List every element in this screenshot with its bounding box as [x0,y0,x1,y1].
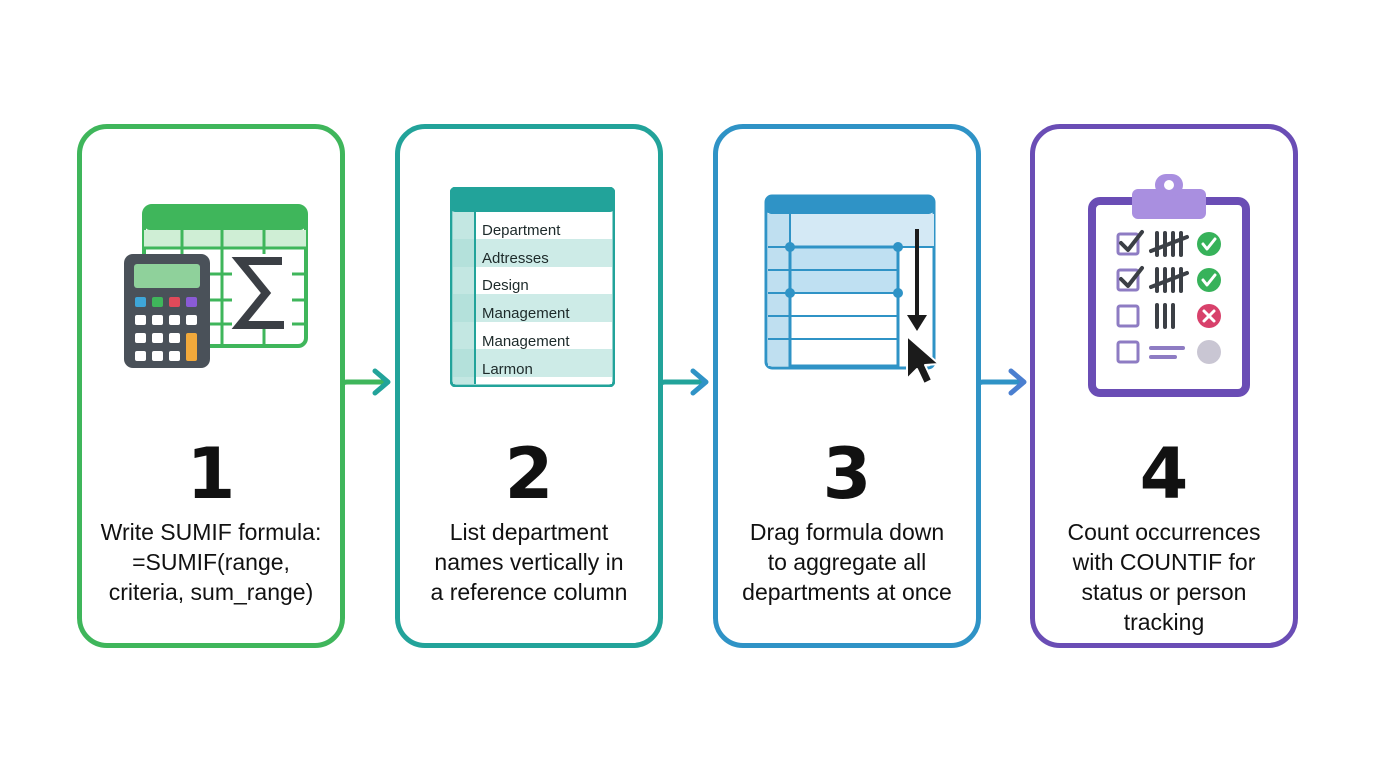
drag-fill-cursor-icon [764,194,940,385]
list-item: Design [482,277,529,295]
department-list: Department Adtresses Design Management M… [482,217,570,383]
step-number: 1 [186,433,236,515]
step-description-line: List department [449,519,609,545]
step-description: Drag formula down to aggregate all depar… [724,517,970,607]
step-description: List department names vertically in a re… [406,517,652,607]
step-card-2: Department Adtresses Design Management M… [395,124,663,648]
list-item: Department [482,222,561,239]
step-description-line: a reference column [430,579,628,605]
step-description-line: with COUNTIF for [1072,549,1256,575]
list-item: Larmon [482,360,533,378]
step-description-line: to aggregate all [767,549,927,575]
spreadsheet-calculator-sigma-icon [124,204,308,368]
step-description-line: departments at once [742,579,952,605]
department-list-icon [450,187,615,387]
step-description-line: status or person [1081,579,1247,605]
list-item: Adtresses [482,249,549,267]
list-item: Management [482,332,570,350]
step-description-line: tracking [1123,609,1205,635]
step-description-line: Count occurrences [1067,519,1261,545]
step-description-line: =SUMIF(range, [132,549,290,575]
step-card-4: 4 Count occurrences with COUNTIF for sta… [1030,124,1298,648]
step-description-line: criteria, sum_range) [108,579,314,605]
step-description: Write SUMIF formula: =SUMIF(range, crite… [88,517,334,607]
step-description-line: Write SUMIF formula: [100,519,322,545]
step-description-line: names vertically in [434,549,624,575]
step-description-line: Drag formula down [749,519,945,545]
step-description: Count occurrences with COUNTIF for statu… [1041,517,1287,637]
step-card-3: 3 Drag formula down to aggregate all dep… [713,124,981,648]
step-number: 2 [504,433,554,515]
list-item: Management [482,305,570,323]
step-number: 3 [822,433,872,515]
step-number: 4 [1139,433,1189,515]
step-card-1: 1 Write SUMIF formula: =SUMIF(range, cri… [77,124,345,648]
clipboard-checklist-tally-icon [1088,174,1250,397]
